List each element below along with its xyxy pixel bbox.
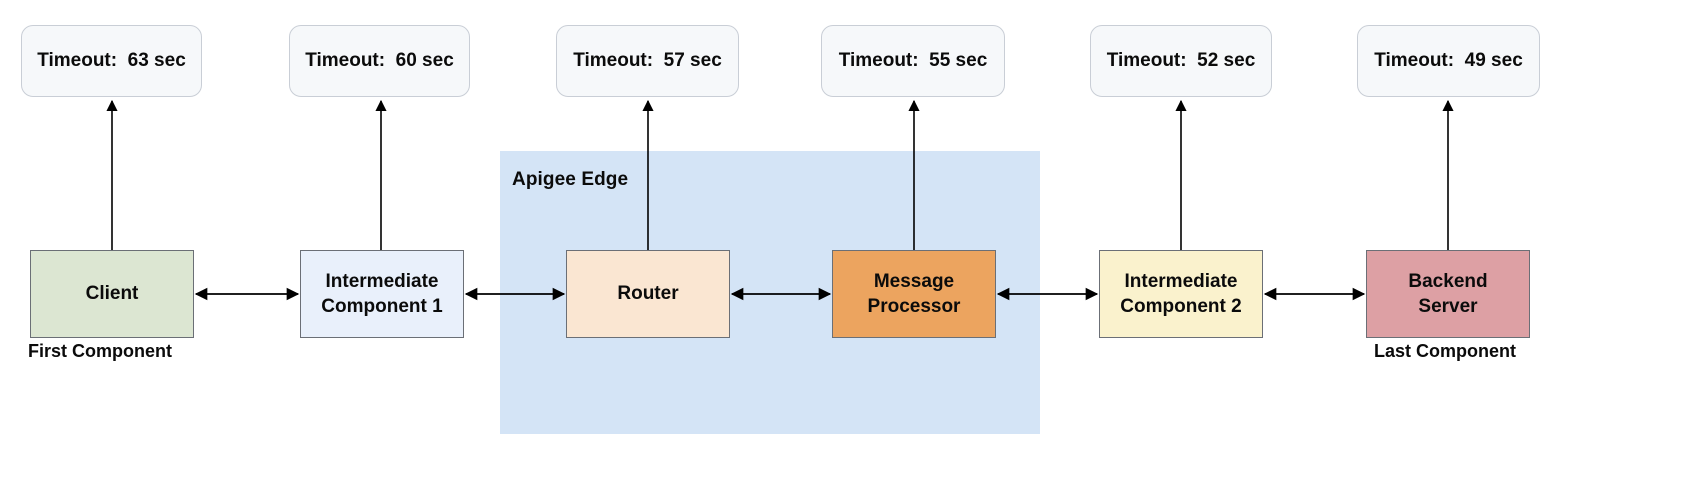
timeout-badge-label: Timeout: 57 sec [573,50,722,71]
timeout-badge-label: Timeout: 52 sec [1106,50,1256,71]
caption-first-component: First Component [28,341,172,361]
node-label: Intermediate Component 1 [321,270,443,317]
timeout-badge-intermediate-component-2: Timeout: 52 sec [1090,25,1272,97]
apigee-edge-group-label: Apigee Edge [512,169,629,190]
node-router[interactable]: Router [566,250,730,338]
timeout-badge-label: Timeout: 55 sec [838,50,988,71]
node-intermediate-component-1[interactable]: Intermediate Component 1 [300,250,464,338]
node-label: Client [85,283,139,305]
timeout-badge-label: Timeout: 63 sec [37,50,186,71]
node-label: Message Processor [867,270,961,317]
node-label: Backend Server [1408,270,1488,317]
node-message-processor[interactable]: Message Processor [832,250,996,338]
node-label: Router [617,283,679,305]
timeout-badge-backend-server: Timeout: 49 sec [1357,25,1540,97]
caption-last-component: Last Component [1374,341,1516,361]
timeout-badge-router: Timeout: 57 sec [556,25,739,97]
node-label: Intermediate Component 2 [1120,270,1242,317]
timeout-badge-label: Timeout: 60 sec [305,50,454,71]
timeout-badge-label: Timeout: 49 sec [1374,50,1523,71]
node-client[interactable]: Client [30,250,194,338]
node-backend-server[interactable]: Backend Server [1366,250,1530,338]
timeout-badge-message-processor: Timeout: 55 sec [821,25,1005,97]
node-intermediate-component-2[interactable]: Intermediate Component 2 [1099,250,1263,338]
timeout-badge-intermediate-component-1: Timeout: 60 sec [289,25,470,97]
timeout-badge-client: Timeout: 63 sec [21,25,202,97]
